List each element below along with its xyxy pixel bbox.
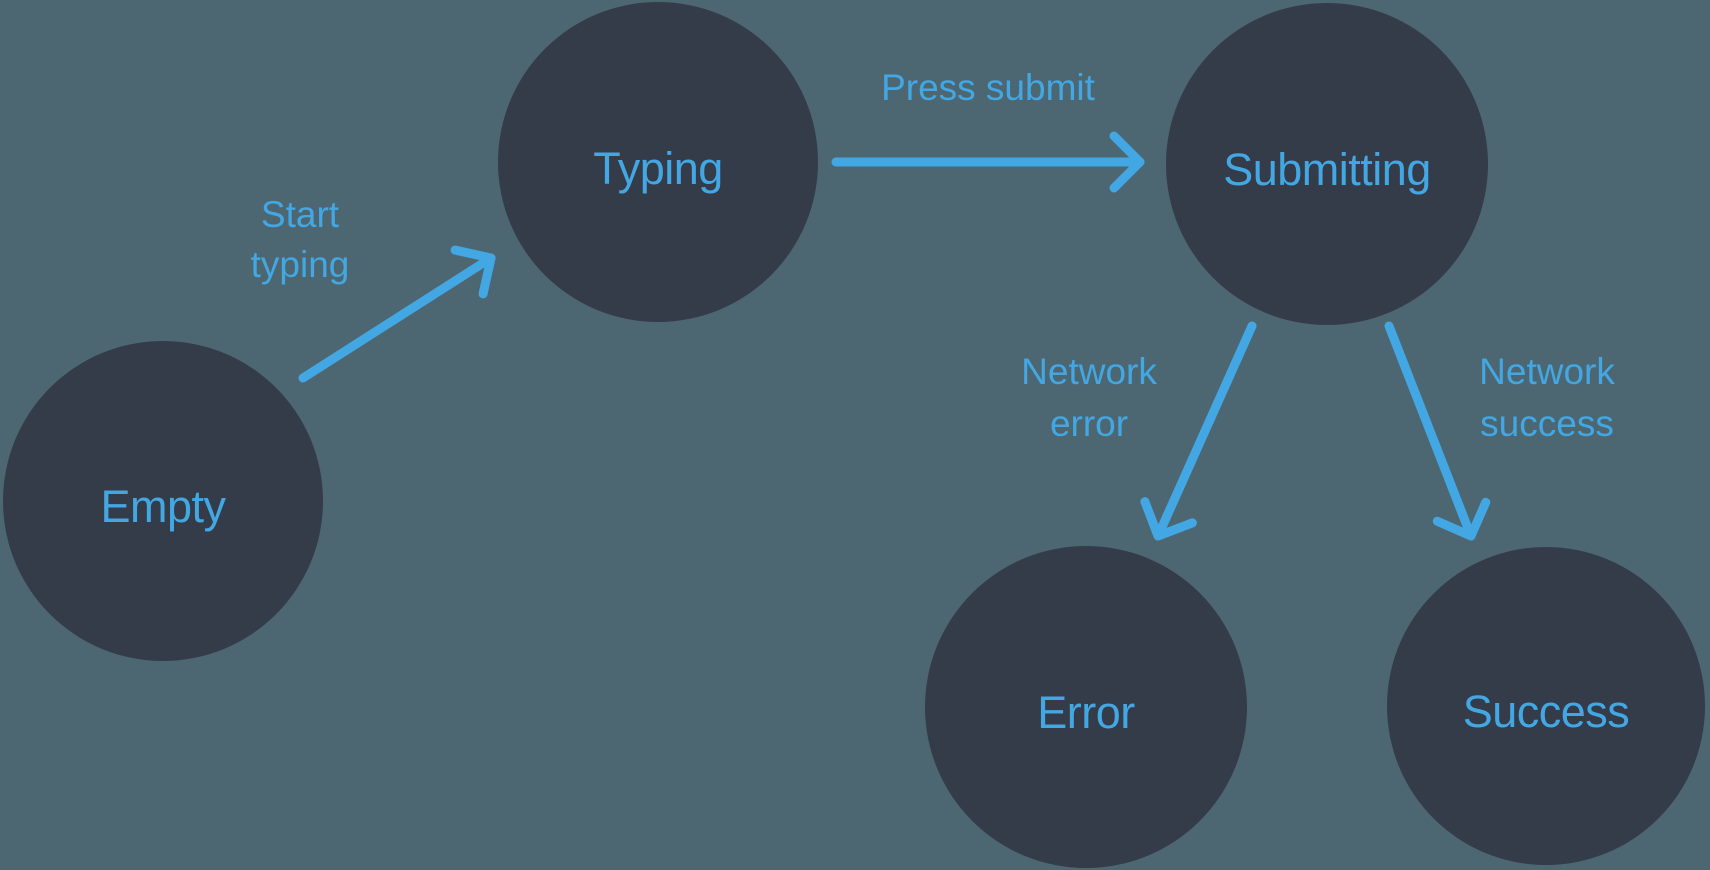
state-node-error: Error: [925, 546, 1247, 868]
state-typing-circle: [498, 2, 818, 322]
state-node-submitting: Submitting: [1166, 3, 1488, 325]
transition-label-start-typing-line2: typing: [251, 244, 350, 285]
state-node-typing: Typing: [498, 2, 818, 322]
transition-label-network-success-line2: success: [1480, 403, 1614, 444]
state-success-label: Success: [1463, 686, 1630, 737]
state-node-empty: Empty: [3, 341, 323, 661]
state-empty-label: Empty: [100, 481, 226, 532]
transition-label-network-error-line2: error: [1050, 403, 1128, 444]
arrow-network-success: [1384, 321, 1491, 541]
transition-label-network-success-line1: Network: [1479, 351, 1615, 392]
state-success-circle: [1387, 547, 1705, 865]
transition-typing-to-submitting: Press submit: [831, 67, 1145, 193]
state-node-success: Success: [1387, 547, 1705, 865]
state-empty-circle: [3, 341, 323, 661]
state-submitting-label: Submitting: [1223, 144, 1431, 195]
state-submitting-circle: [1166, 3, 1488, 325]
state-error-circle: [925, 546, 1247, 868]
arrow-start-typing: [298, 245, 496, 383]
state-error-label: Error: [1037, 687, 1135, 738]
state-typing-label: Typing: [593, 143, 723, 194]
transition-submitting-to-error: Network error: [1021, 321, 1257, 541]
transition-empty-to-typing: Start typing: [251, 194, 496, 383]
transition-label-network-error-line1: Network: [1021, 351, 1157, 392]
transition-label-start-typing-line1: Start: [261, 194, 340, 235]
transition-label-press-submit: Press submit: [881, 67, 1096, 108]
transition-submitting-to-success: Network success: [1384, 321, 1615, 541]
arrow-network-error: [1140, 321, 1257, 541]
